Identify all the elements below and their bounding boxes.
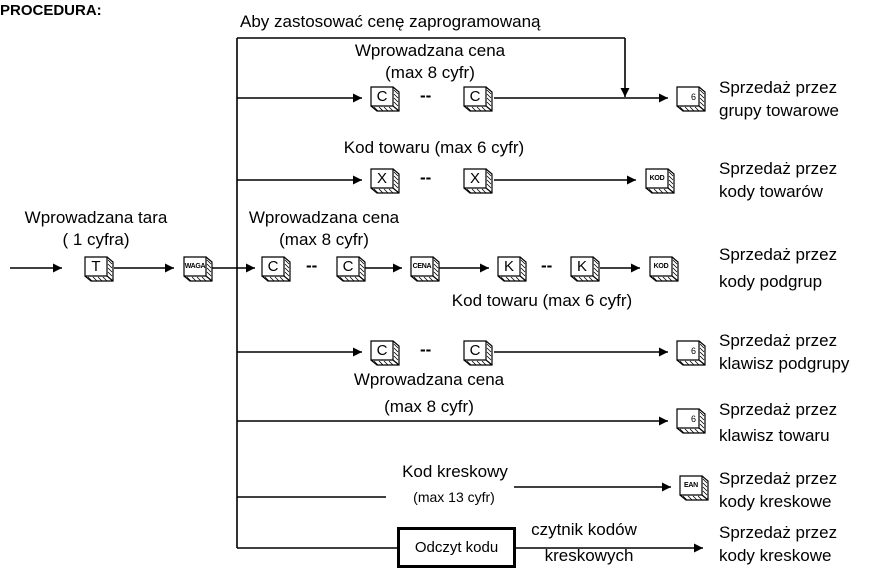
row4-below-line2: (max 8 cyfr) [384,397,474,416]
row6-ean-key-label: EAN [684,482,698,489]
tare-key-label: T [91,258,101,275]
row5-result-line1: Sprzedaż przez [719,400,838,419]
row3-label-line1: Wprowadzana cena [248,208,400,227]
row3-subgroup-key-last[interactable]: K [570,256,600,282]
row2-label-line1: Kod towaru (max 6 cyfr) [343,138,525,157]
row1-label-line2: (max 8 cyfr) [385,63,475,82]
row2-kod-key-label: KOD [649,175,665,182]
row3-kod-key-label: KOD [653,263,669,270]
row6-label-line2: (max 13 cyfr) [413,489,495,505]
row6-result-line2: kody kreskowe [719,492,832,511]
row3-price-key-last-label: C [342,258,354,275]
row4-below-line1: Wprowadzana cena [353,370,505,389]
row3-subgroup-key-last-label: K [576,258,587,275]
row6-label-line1: Kod kreskowy [402,462,508,481]
row1-result-line2: grupy towarowe [719,101,840,120]
row1-dept-key-label: 6 [690,92,696,102]
scale-key[interactable]: WAGA [183,256,213,282]
row4-result-line1: Sprzedaż przez [719,331,838,350]
row3-subgroup-key-first[interactable]: K [497,256,527,282]
row2-separator: -- [420,168,432,187]
row3-cena-key-label: CENA [412,263,432,270]
tare-input-label: Wprowadzana tara [24,208,168,227]
row3-separator-2: -- [541,256,553,275]
row3-label-line2: (max 8 cyfr) [279,230,369,249]
row3-cena-key[interactable]: CENA [410,256,440,282]
row3-price-key-first[interactable]: C [261,256,291,282]
row1-label-line1: Wprowadzana cena [354,41,506,60]
row5-dept-key-label: 6 [690,414,696,424]
row1-price-key-last[interactable]: C [463,86,493,112]
row2-code-key-first-label: X [376,170,387,187]
row7-result-line2: kody kreskowe [719,546,832,565]
preset-price-note: Aby zastosować cenę zaprogramowaną [240,12,541,31]
row3-below-label: Kod towaru (max 6 cyfr) [451,291,633,310]
row6-ean-key[interactable]: EAN [679,475,709,501]
row2-kod-key[interactable]: KOD [645,168,675,194]
row2-code-key-last[interactable]: X [463,168,493,194]
row6-result-line1: Sprzedaż przez [719,469,838,488]
row3-price-key-last[interactable]: C [336,256,366,282]
procedure-title: PROCEDURA: [0,2,102,19]
row2-code-key-last-label: X [469,170,480,187]
row1-price-key-first[interactable]: C [370,86,400,112]
row1-price-key-last-label: C [469,88,481,105]
row4-result-line2: klawisz podgrupy [719,354,850,373]
barcode-read-label: Odczyt kodu [414,539,499,556]
row2-code-key-first[interactable]: X [370,168,400,194]
scale-key-label: WAGA [184,263,206,270]
tare-key[interactable]: T [84,256,114,282]
row2-result-line2: kody towarów [719,182,823,201]
row7-label-below: kreskowych [544,546,634,565]
row7-result-line1: Sprzedaż przez [719,523,838,542]
row4-price-key-last-label: C [469,342,481,359]
row7-label-above: czytnik kodów [531,520,637,539]
row1-dept-key[interactable]: 6 [676,86,706,112]
row4-price-key-first-label: C [376,342,388,359]
row3-kod-key[interactable]: KOD [649,256,679,282]
row1-price-key-first-label: C [376,88,388,105]
row3-result-line1: Sprzedaż przez [719,245,838,264]
row2-result-line1: Sprzedaż przez [719,159,838,178]
row3-price-key-first-label: C [267,258,279,275]
row4-dept-key-label: 6 [690,346,696,356]
row3-result-line2: kody podgrup [719,272,823,291]
row1-result-line1: Sprzedaż przez [719,78,838,97]
row3-subgroup-key-first-label: K [503,258,514,275]
barcode-read-box: Odczyt kodu [397,527,516,568]
tare-input-hint: ( 1 cyfra) [62,230,130,249]
row4-dept-key[interactable]: 6 [676,340,706,366]
row3-separator-1: -- [306,256,318,275]
row1-separator: -- [420,86,432,105]
row4-price-key-first[interactable]: C [370,340,400,366]
row4-separator: -- [420,340,432,359]
row5-result-line2: klawisz towaru [719,426,830,445]
row5-dept-key[interactable]: 6 [676,408,706,434]
row4-price-key-last[interactable]: C [463,340,493,366]
